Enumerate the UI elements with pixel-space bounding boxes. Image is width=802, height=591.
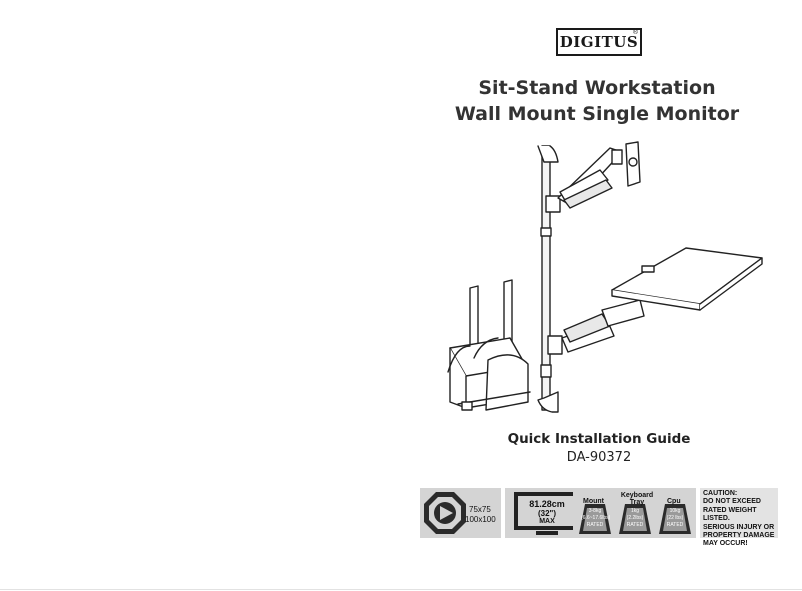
- page-title-line1: Sit-Stand Workstation: [478, 77, 716, 99]
- keyboard-tray: [547, 247, 763, 355]
- monitor-arm: [545, 141, 641, 213]
- monitor-icon: [514, 492, 580, 535]
- cpu-rating: 10kg(22 lbs)RATED: [666, 508, 684, 528]
- keyboard-tray-rating: 1kg(2.2lbs)RATED: [626, 508, 644, 528]
- cpu-label: Cpu: [667, 498, 681, 505]
- caution-badge: CAUTION: DO NOT EXCEED RATED WEIGHT LIST…: [700, 488, 778, 547]
- wall-rail: [537, 145, 559, 413]
- mount-label: Mount: [583, 498, 604, 505]
- model-number: DA-90372: [566, 450, 632, 465]
- weight-icon: [579, 504, 691, 534]
- screen-size-in: (32"): [537, 509, 557, 518]
- mount-rating: 3-8kg(6.6~17.6lbs)RATED: [581, 508, 611, 528]
- page-title-line2: Wall Mount Single Monitor: [454, 103, 740, 125]
- bottom-divider: [0, 589, 802, 590]
- brand-name: DIGITUS: [559, 33, 639, 51]
- registered-mark: ®: [632, 29, 638, 36]
- product-illustration: [447, 141, 763, 413]
- guide-title: Quick Installation Guide: [507, 431, 691, 447]
- keyboard-tray-label: Keyboard Tray: [620, 492, 654, 506]
- vesa-badge: 75x75 100x100: [420, 488, 501, 538]
- vesa-octagon-icon: [424, 492, 466, 534]
- cpu-holder: [447, 279, 531, 411]
- weight-capacity-badge: Mount 3-8kg(6.6~17.6lbs)RATED Keyboard T…: [573, 488, 696, 538]
- caution-text: CAUTION: DO NOT EXCEED RATED WEIGHT LIST…: [703, 490, 775, 548]
- vesa-size-1: 75x75: [469, 505, 491, 514]
- screen-size-max: MAX: [539, 518, 555, 525]
- vesa-size-2: 100x100: [465, 515, 496, 524]
- screen-size-cm: 81.28cm: [529, 499, 565, 509]
- screen-size-badge: 81.28cm (32") MAX: [505, 488, 588, 538]
- brand-logo: DIGITUS ®: [556, 28, 642, 56]
